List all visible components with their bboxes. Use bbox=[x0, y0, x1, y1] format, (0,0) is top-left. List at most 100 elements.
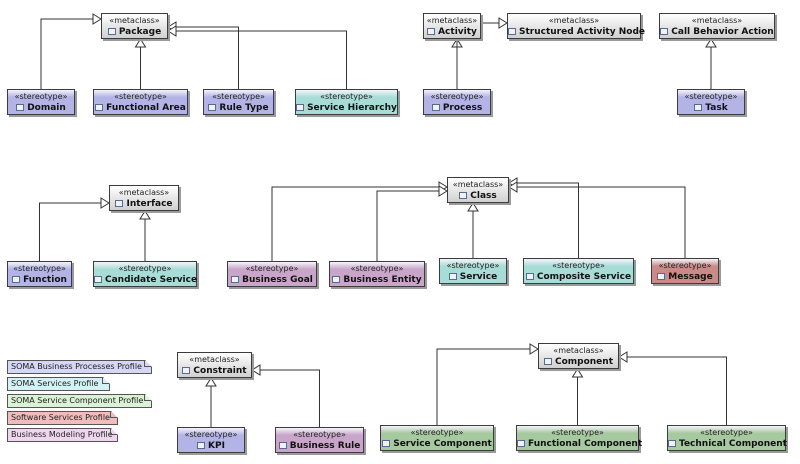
generalization-arrowhead bbox=[618, 351, 628, 363]
generalization-line bbox=[376, 190, 447, 261]
stereotype-service-hierarchy[interactable]: «stereotype»Service Hierarchy bbox=[295, 89, 398, 115]
generalization-line bbox=[509, 186, 686, 258]
stereotype-task[interactable]: «stereotype»Task bbox=[677, 89, 745, 115]
node-keyword: «metaclass» bbox=[109, 16, 160, 25]
node-keyword: «stereotype» bbox=[551, 428, 604, 437]
node-keyword: «stereotype» bbox=[184, 430, 238, 439]
class-icon bbox=[694, 104, 703, 111]
generalization-arrowhead bbox=[167, 25, 177, 37]
metaclass-class[interactable]: «metaclass»Class bbox=[447, 177, 509, 203]
generalization-line bbox=[619, 356, 727, 425]
node-name: Interface bbox=[126, 199, 173, 209]
generalization-line bbox=[168, 30, 347, 89]
class-icon bbox=[431, 104, 440, 111]
stereotype-service[interactable]: «stereotype» Service bbox=[439, 258, 507, 284]
metaclass-call-behavior-action[interactable]: «metaclass»Call Behavior Action bbox=[659, 13, 775, 39]
metaclass-interface[interactable]: «metaclass» Interface bbox=[109, 185, 179, 211]
class-icon bbox=[296, 104, 305, 111]
node-keyword: «stereotype» bbox=[14, 92, 68, 101]
note-fold-corner bbox=[144, 394, 151, 401]
stereotype-candidate-service[interactable]: «stereotype» Candidate Service bbox=[93, 261, 197, 287]
class-icon bbox=[12, 276, 21, 283]
class-icon bbox=[525, 273, 534, 280]
legend-software-services-profile: Software Services Profile bbox=[7, 411, 118, 425]
stereotype-business-rule[interactable]: «stereotype»Business Rule bbox=[275, 427, 364, 453]
stereotype-functional-area[interactable]: «stereotype»Functional Area bbox=[93, 89, 188, 115]
metaclass-structured-activity-node[interactable]: «metaclass» Structured Activity Node bbox=[507, 13, 645, 39]
class-icon bbox=[660, 28, 669, 35]
generalization-arrowhead bbox=[529, 343, 539, 355]
node-keyword: «stereotype» bbox=[410, 428, 464, 437]
generalization-arrowhead bbox=[467, 202, 479, 212]
node-name: Domain bbox=[27, 103, 66, 113]
generalization-arrowhead bbox=[571, 368, 584, 378]
stereotype-composite-service[interactable]: «stereotype»Composite Service bbox=[523, 258, 634, 284]
class-icon bbox=[231, 276, 240, 283]
stereotype-kpi[interactable]: «stereotype»KPI bbox=[177, 427, 245, 453]
node-name: Rule Type bbox=[219, 103, 269, 113]
generalization-line bbox=[271, 186, 447, 261]
stereotype-business-goal[interactable]: «stereotype»Business Goal bbox=[227, 261, 317, 287]
legend-label: Business Modeling Profile bbox=[11, 430, 113, 439]
node-keyword: «metaclass» bbox=[548, 16, 600, 25]
node-keyword: «metaclass» bbox=[189, 355, 240, 364]
metaclass-package[interactable]: «metaclass» Package bbox=[101, 13, 168, 39]
node-keyword: «metaclass» bbox=[553, 346, 604, 355]
node-name: Structured Activity Node bbox=[519, 27, 645, 37]
node-name: Business Goal bbox=[242, 275, 313, 285]
legend-business-processes-profile: SOMA Business Processes Profile bbox=[7, 360, 152, 374]
stereotype-business-entity[interactable]: «stereotype» Business Entity bbox=[329, 261, 425, 287]
class-icon bbox=[332, 276, 341, 283]
node-keyword: «stereotype» bbox=[118, 264, 172, 273]
legend-label: SOMA Services Profile bbox=[11, 379, 99, 388]
class-icon bbox=[508, 28, 516, 35]
metaclass-component[interactable]: «metaclass»Component bbox=[538, 343, 619, 369]
node-keyword: «stereotype» bbox=[350, 264, 404, 273]
generalization-arrowhead bbox=[100, 197, 110, 209]
node-name: Class bbox=[470, 191, 497, 201]
node-keyword: «stereotype» bbox=[430, 92, 484, 101]
generalization-line bbox=[436, 348, 538, 425]
stereotype-rule-type[interactable]: «stereotype»Rule Type bbox=[203, 89, 274, 115]
legend-label: SOMA Business Processes Profile bbox=[11, 362, 142, 371]
stereotype-function[interactable]: «stereotype» Function bbox=[7, 261, 72, 287]
stereotype-domain[interactable]: «stereotype» Domain bbox=[7, 89, 75, 115]
class-icon bbox=[517, 440, 525, 447]
node-keyword: «metaclass» bbox=[118, 188, 170, 197]
node-name: Service bbox=[459, 272, 498, 282]
class-icon bbox=[182, 367, 191, 374]
metaclass-activity[interactable]: «metaclass» Activity bbox=[423, 13, 481, 39]
node-name: Business Rule bbox=[289, 441, 361, 451]
stereotype-process[interactable]: «stereotype»Process bbox=[423, 89, 491, 115]
node-name: Activity bbox=[438, 27, 477, 37]
generalization-arrowhead bbox=[705, 38, 717, 48]
stereotype-message[interactable]: «stereotype» Message bbox=[651, 258, 719, 284]
node-keyword: «metaclass» bbox=[426, 16, 478, 25]
node-name: Message bbox=[668, 272, 713, 282]
class-icon bbox=[208, 104, 217, 111]
node-keyword: «stereotype» bbox=[446, 261, 500, 270]
node-keyword: «stereotype» bbox=[684, 92, 738, 101]
stereotype-functional-component[interactable]: «stereotype»Functional Component bbox=[516, 425, 642, 451]
node-name: Function bbox=[23, 275, 67, 285]
node-name: Business Entity bbox=[343, 275, 422, 285]
generalization-line bbox=[39, 202, 109, 261]
node-keyword: «stereotype» bbox=[658, 261, 712, 270]
generalization-line bbox=[509, 182, 579, 258]
legend-service-component-profile: SOMA Service Component Profile bbox=[7, 394, 152, 408]
generalization-line bbox=[252, 369, 320, 427]
node-name: Package bbox=[118, 27, 162, 37]
node-keyword: «stereotype» bbox=[320, 92, 373, 101]
legend-services-profile: SOMA Services Profile bbox=[7, 377, 110, 391]
node-name: Candidate Service bbox=[105, 275, 198, 285]
node-keyword: «stereotype» bbox=[13, 264, 66, 273]
metaclass-constraint[interactable]: «metaclass»Constraint bbox=[177, 352, 252, 378]
class-icon bbox=[459, 192, 468, 199]
generalization-arrowhead bbox=[438, 185, 448, 197]
note-fold-corner bbox=[144, 360, 151, 367]
node-name: Call Behavior Action bbox=[671, 27, 774, 37]
stereotype-technical-component[interactable]: «stereotype»Technical Component bbox=[667, 425, 787, 451]
stereotype-service-component[interactable]: «stereotype»Service Component bbox=[380, 425, 494, 451]
